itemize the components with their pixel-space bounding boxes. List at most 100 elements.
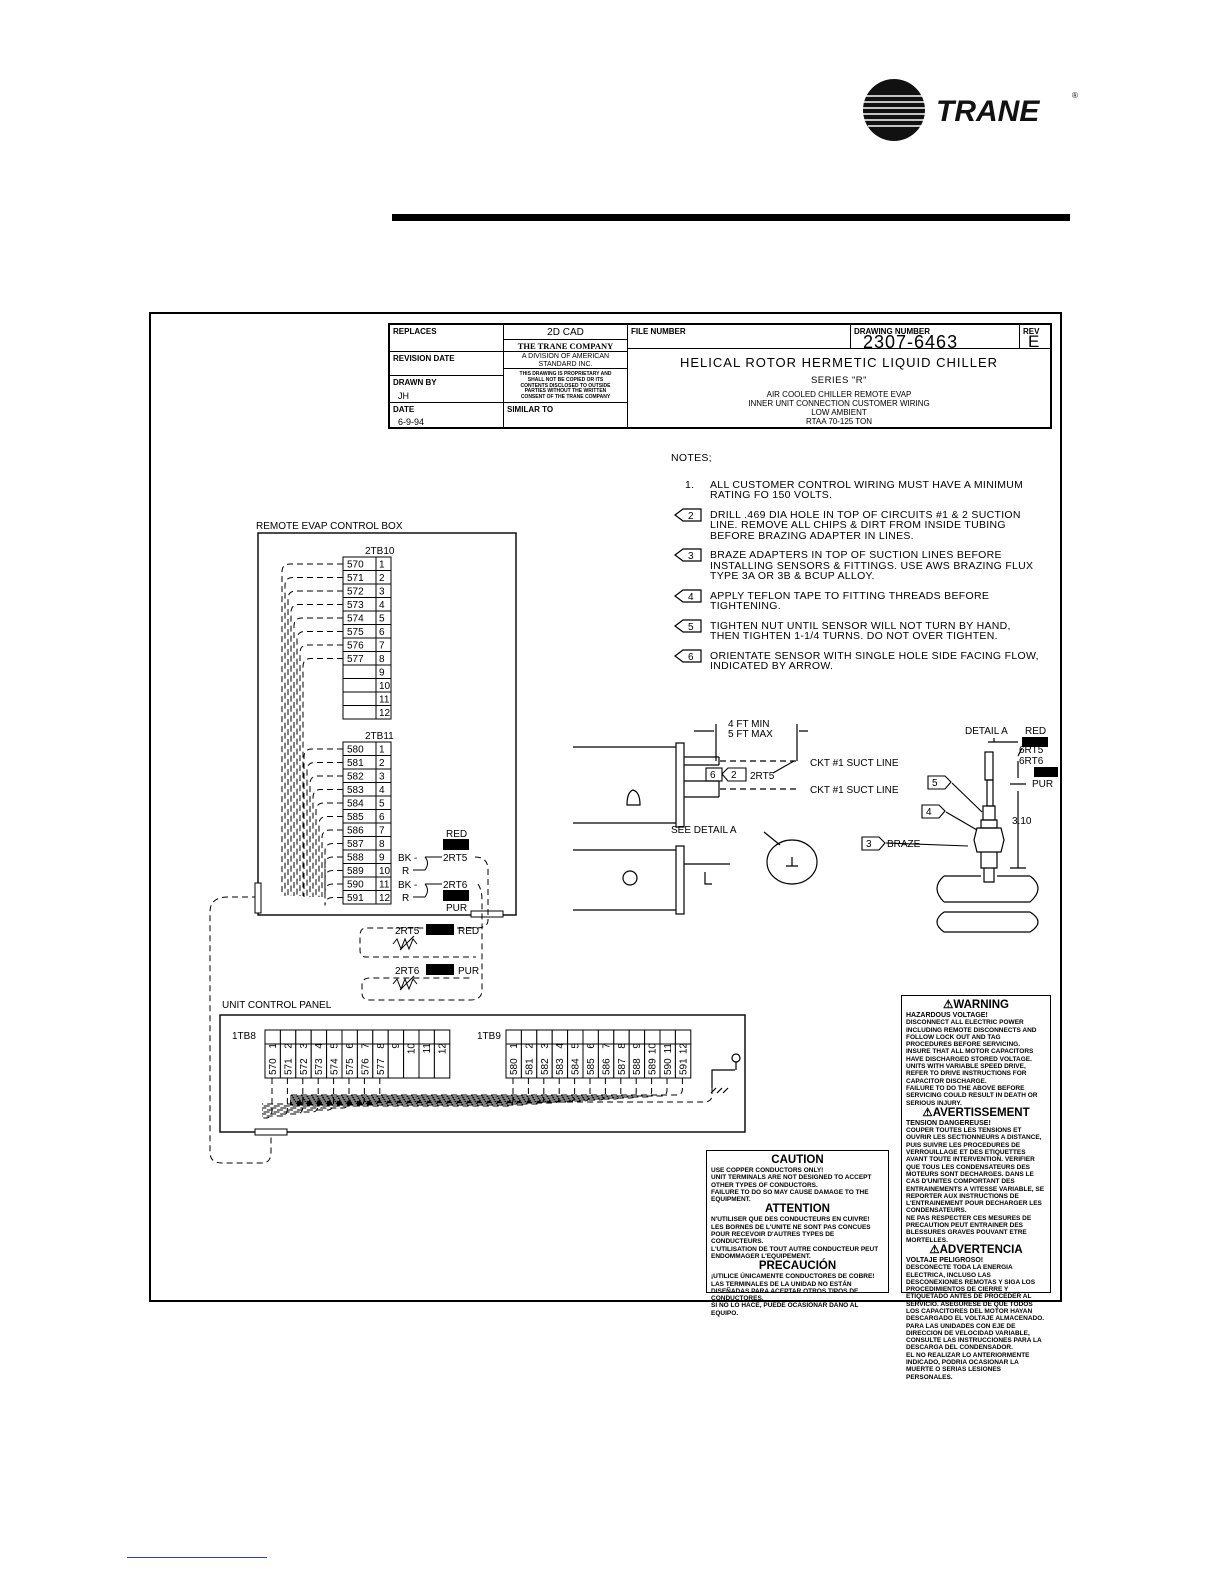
tb8-term-label: 6: [345, 1043, 356, 1049]
field-wire: [299, 644, 343, 896]
svg-text:RED: RED: [1025, 726, 1046, 737]
tb11-term-label: 4: [379, 785, 385, 796]
tb11-term-label: 5: [379, 799, 385, 810]
tb10-wire-label: 570: [347, 560, 364, 571]
tb9-wire-label: 588: [632, 1058, 643, 1075]
tb10-wire-label: 571: [347, 573, 364, 584]
field-wire: [324, 897, 343, 906]
svg-text:2RT6: 2RT6: [443, 880, 468, 891]
field-wire: [309, 775, 343, 897]
tb8-wire-label: 575: [345, 1058, 356, 1075]
tb10-term-label: 1: [379, 560, 385, 571]
tb8-term-label: 12: [437, 1043, 448, 1055]
tb8-name: 1TB8: [232, 1031, 256, 1042]
tb10-term-label: 12: [379, 708, 391, 719]
svg-text:RED: RED: [458, 926, 479, 937]
tb10-term-label: 7: [379, 641, 385, 652]
svg-text:6RT6: 6RT6: [1019, 756, 1044, 767]
tb8-term-label: 5: [330, 1043, 341, 1049]
sensor-detail: [936, 738, 1039, 933]
svg-text:BK: BK: [398, 880, 412, 891]
tb8-wire-label: 573: [314, 1058, 325, 1075]
svg-text:3: 3: [866, 839, 872, 850]
remote-box-title: REMOTE EVAP CONTROL BOX: [256, 521, 403, 532]
tb9-term-label: 11: [663, 1043, 674, 1054]
svg-text:4: 4: [926, 807, 932, 818]
field-wire: [321, 829, 343, 897]
tb9-term-label: 5: [571, 1043, 582, 1049]
caution-label: CAUTION USE COPPER CONDUCTORS ONLY! UNIT…: [706, 1150, 889, 1317]
field-wire: [293, 617, 343, 896]
svg-text:R: R: [402, 866, 409, 877]
tb10-wire-label: 572: [347, 587, 364, 598]
tb10-wire-label: 573: [347, 600, 364, 611]
conduit-fitting: [470, 910, 504, 918]
tb8-wire-label: 571: [283, 1058, 294, 1075]
tb9-term-cell: [659, 1029, 676, 1045]
svg-text:SEE DETAIL A: SEE DETAIL A: [671, 825, 737, 836]
tb10-term-label: 10: [379, 681, 391, 692]
tb11-name: 2TB11: [365, 731, 394, 742]
tb9-term-label: 3: [540, 1043, 551, 1049]
svg-text:2RT5: 2RT5: [395, 926, 420, 937]
tb11-term-label: 1: [379, 745, 385, 756]
tb9-wire-label: 586: [601, 1058, 612, 1075]
field-wire: [290, 1088, 713, 1103]
svg-text:2: 2: [688, 511, 694, 522]
field-wire: [296, 631, 343, 896]
tb11-term-label: 8: [379, 839, 385, 850]
tb8-term-cell: [356, 1029, 374, 1045]
tb11-term-label: 11: [379, 880, 390, 891]
svg-text:BK: BK: [398, 853, 412, 864]
tb10-wire-label: 575: [347, 627, 364, 638]
tb8-term-cell: [326, 1029, 343, 1045]
tb9-wire-label: 580: [509, 1058, 520, 1075]
svg-text:-: -: [414, 853, 417, 864]
svg-text:RED: RED: [446, 829, 467, 840]
tb9-term-cell: [644, 1029, 661, 1045]
conduit-fitting: [254, 1128, 288, 1136]
tb9-wire-label: 589: [648, 1058, 659, 1075]
field-wire: [284, 577, 343, 896]
tb9-wire-label: 590: [663, 1058, 674, 1075]
tb11-wire-label: 591: [347, 893, 364, 904]
tb8-term-cell: [418, 1029, 435, 1045]
tb10-term-label: 2: [379, 573, 385, 584]
tb9-term-label: 10: [648, 1043, 659, 1055]
field-wire: [290, 1078, 545, 1105]
remote-box: [257, 532, 517, 916]
tb9-term-label: 6: [586, 1043, 597, 1049]
tb8-wire-label: 576: [360, 1058, 371, 1075]
tb8-term-label: 4: [314, 1043, 325, 1049]
field-wire: [303, 748, 343, 897]
field-wire: [324, 856, 343, 897]
tb8-term-label: 1: [268, 1043, 279, 1049]
svg-text:4 FT MIN: 4 FT MIN: [728, 719, 769, 730]
svg-text:2RT5: 2RT5: [443, 853, 468, 864]
tb10-wire-label: 574: [347, 614, 364, 625]
field-wire: [302, 658, 343, 896]
field-wire: [290, 1078, 622, 1100]
tb10-term-cell: [375, 705, 392, 720]
tb9-term-cell: [597, 1029, 615, 1045]
svg-text:CKT #1 SUCT LINE: CKT #1 SUCT LINE: [810, 785, 899, 796]
svg-text:6: 6: [710, 770, 716, 781]
tb10-term-label: 11: [379, 695, 390, 706]
tb11-term-label: 2: [379, 758, 385, 769]
svg-text:-: -: [414, 880, 417, 891]
tb8-term-label: 9: [391, 1043, 402, 1049]
tb10-term-label: 5: [379, 614, 385, 625]
field-wire: [324, 843, 343, 897]
svg-text:2: 2: [731, 770, 737, 781]
tb8-term-label: 7: [360, 1043, 371, 1049]
warning-triangle-icon: ⚠: [922, 1106, 933, 1119]
tb9-strip: 1580258135824583558465857586858795881058…: [505, 1029, 692, 1079]
tb8-wire-label: 572: [299, 1058, 310, 1075]
tb8-term-cell: [279, 1029, 297, 1045]
tb9-term-cell: [613, 1029, 630, 1045]
field-wire: [290, 1078, 683, 1096]
tb8-term-label: 2: [283, 1043, 294, 1049]
